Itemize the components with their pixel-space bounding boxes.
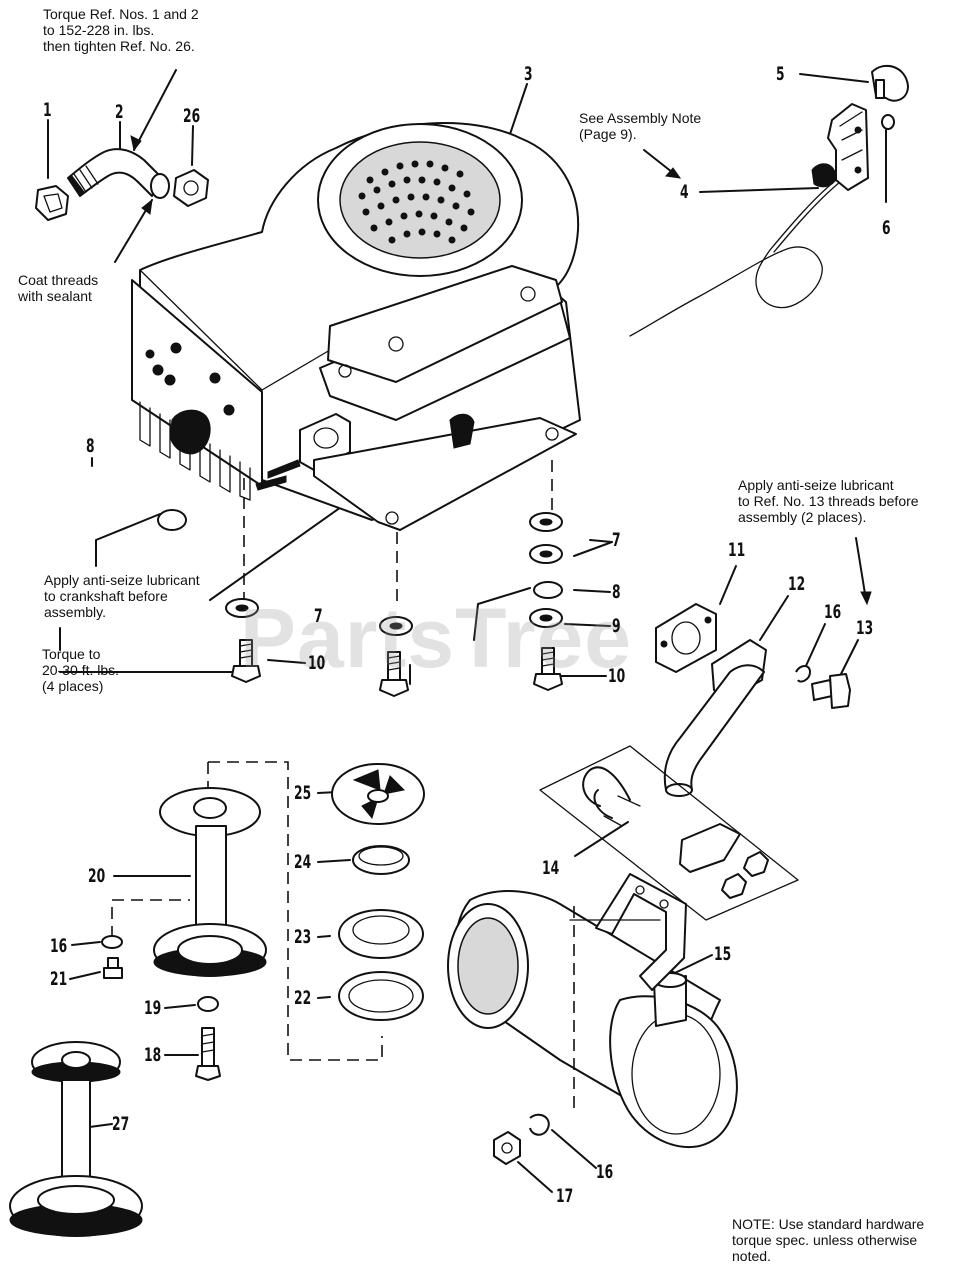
callout-ref-3: 3 [524, 63, 533, 85]
ref-2-elbow-drawing [67, 148, 170, 199]
leader-lines [47, 73, 887, 1193]
ref-3-engine-drawing [131, 122, 581, 531]
callout-ref-20: 20 [88, 865, 106, 887]
note-anti-seize-ref-13: Apply anti-seize lubricant to Ref. No. 1… [738, 477, 919, 525]
callout-ref-1: 1 [43, 99, 52, 121]
ref-4-cable-drawing [629, 163, 841, 337]
note-line: See Assembly Note [579, 110, 702, 126]
note-line: with sealant [18, 288, 92, 304]
note-line: Apply anti-seize lubricant [738, 477, 894, 493]
note-line: 20-30 ft. lbs. [42, 662, 120, 678]
note-torque-ref-1-2: Torque Ref. Nos. 1 and 2 to 152-228 in. … [43, 6, 199, 54]
callout-ref-9: 9 [612, 615, 621, 637]
note-standard-hardware: NOTE: Use standard hardware torque spec.… [732, 1216, 924, 1264]
callout-ref-8-right: 8 [612, 581, 621, 603]
ref-14-clamp-drawing [539, 745, 799, 921]
pulley-assembly-drawing [9, 761, 425, 1237]
ref-16-washer-lower-drawing [529, 1113, 550, 1136]
note-line: Torque to [42, 646, 101, 662]
ref-6-pin-drawing [881, 114, 895, 130]
callout-ref-7-right: 7 [612, 529, 621, 551]
callout-ref-8-left: 8 [86, 435, 95, 457]
callout-ref-12: 12 [788, 573, 806, 595]
note-line: to 152-228 in. lbs. [43, 22, 155, 38]
note-assembly: See Assembly Note (Page 9). [579, 110, 701, 142]
ref-16-washer-upper-drawing [795, 665, 811, 683]
note-anti-seize-crankshaft: Apply anti-seize lubricant to crankshaft… [44, 572, 200, 620]
ref-1-nut-drawing [35, 185, 69, 221]
note-line: to crankshaft before [44, 588, 168, 604]
callout-ref-11: 11 [728, 539, 746, 561]
callout-ref-24: 24 [294, 851, 312, 873]
ref-5-knob-drawing [871, 64, 909, 102]
callout-ref-16-upper: 16 [824, 601, 842, 623]
ref-11-gasket-drawing [655, 603, 717, 673]
callout-ref-4: 4 [680, 181, 689, 203]
ref-15-muffler-drawing [447, 873, 738, 1149]
ref-17-nut-drawing [493, 1131, 521, 1165]
note-line: noted. [732, 1248, 771, 1264]
note-line: to Ref. No. 13 threads before [738, 493, 919, 509]
callout-ref-27: 27 [112, 1113, 130, 1135]
note-line: assembly. [44, 604, 106, 620]
note-line: then tighten Ref. No. 26. [43, 38, 195, 54]
callout-ref-10-right: 10 [608, 665, 626, 687]
callout-ref-19: 19 [144, 997, 162, 1019]
callout-ref-26: 26 [183, 105, 201, 127]
note-line: (4 places) [42, 678, 104, 694]
callout-ref-17: 17 [556, 1185, 574, 1207]
callout-ref-16-left: 16 [50, 935, 68, 957]
note-line: assembly (2 places). [738, 509, 867, 525]
callout-ref-16-lower: 16 [596, 1161, 614, 1183]
callout-ref-2: 2 [115, 101, 124, 123]
note-coat-threads: Coat threads with sealant [18, 272, 98, 304]
callout-ref-15: 15 [714, 943, 732, 965]
callout-ref-25: 25 [294, 782, 312, 804]
note-line: Coat threads [18, 272, 99, 288]
note-line: NOTE: Use standard hardware [732, 1216, 925, 1232]
callout-ref-14: 14 [542, 857, 560, 879]
ref-12-exhaust-pipe-drawing [663, 639, 767, 797]
callout-ref-18: 18 [144, 1044, 162, 1066]
note-line: Torque Ref. Nos. 1 and 2 [43, 6, 199, 22]
callout-ref-7-center: 7 [314, 605, 323, 627]
callout-ref-10-center: 10 [308, 652, 326, 674]
callout-ref-13: 13 [856, 617, 874, 639]
ref-8-rod-left-drawing [95, 509, 187, 567]
arrow-marks [114, 69, 872, 606]
ref-26-nut-drawing [173, 169, 209, 207]
throttle-bracket-drawing [827, 103, 869, 191]
mounting-hardware-drawing [225, 460, 563, 697]
note-line: (Page 9). [579, 126, 637, 142]
callout-ref-6: 6 [882, 217, 891, 239]
note-line: Apply anti-seize lubricant [44, 572, 200, 588]
callout-ref-5: 5 [776, 63, 785, 85]
note-line: torque spec. unless otherwise [732, 1232, 918, 1248]
callout-ref-21: 21 [50, 968, 68, 990]
ref-13-bolt-drawing [811, 673, 851, 709]
callout-ref-22: 22 [294, 987, 312, 1009]
callout-ref-23: 23 [294, 926, 312, 948]
note-torque-20-30: Torque to 20-30 ft. lbs. (4 places) [42, 646, 119, 694]
